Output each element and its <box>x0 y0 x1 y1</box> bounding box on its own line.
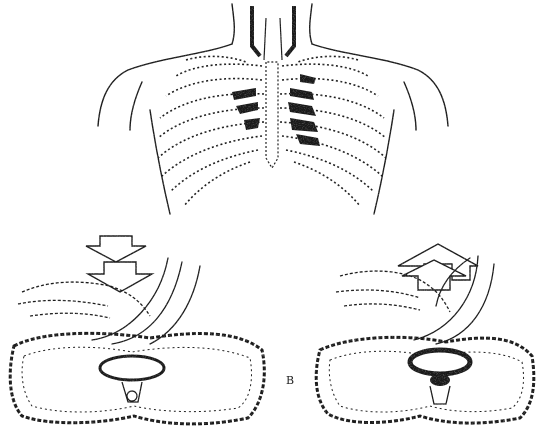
panel-b-label: B <box>286 374 294 387</box>
